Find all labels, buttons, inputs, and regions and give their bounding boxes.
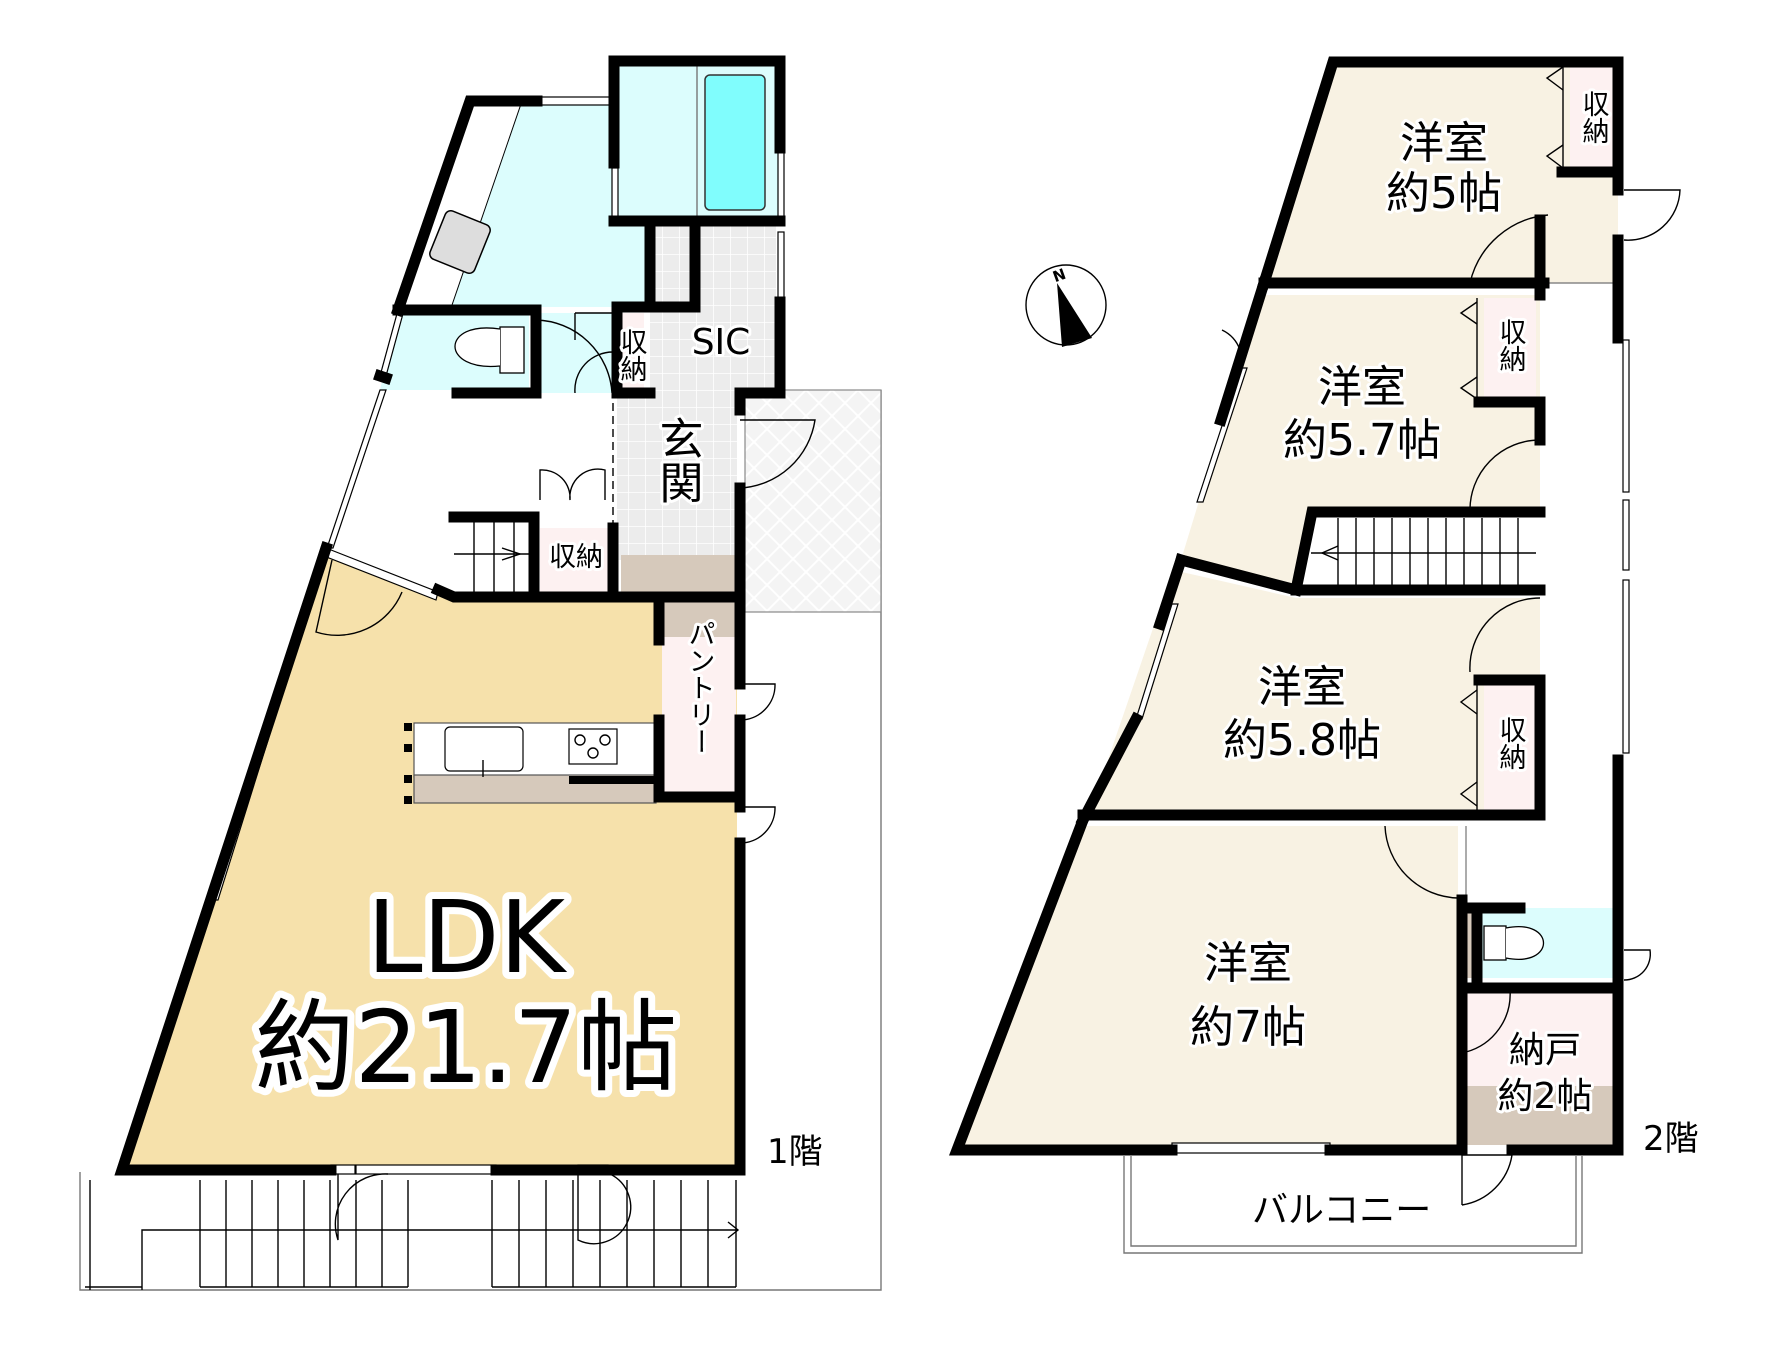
pantry-step [662,601,736,637]
entrance-porch [744,389,882,613]
room4-size-label: 約7帖 [1190,1002,1306,1053]
room1-floor [1264,62,1618,283]
room4-name-label: 洋室 [1204,938,1292,989]
floor-2-label: 2階 [1643,1119,1699,1159]
stairs-2f [1304,518,1536,588]
toilet-2f-icon [1483,925,1544,961]
ldk-label: LDK [367,879,568,996]
sic-label: SIC [692,322,751,363]
toilet-icon [454,326,525,374]
balcony [1123,1156,1583,1254]
storage-stairs-floor [540,528,612,592]
closet-name-label: 納戸 [1509,1030,1581,1071]
hallway-2f [1466,826,1618,888]
room3-name-label: 洋室 [1258,662,1346,713]
room4-floor [963,826,1458,1145]
room2-size-label: 約5.7帖 [1283,415,1441,466]
room3-size-label: 約5.8帖 [1223,715,1381,766]
stairs-1f [454,517,534,592]
closet-step [1462,1086,1615,1145]
room1-storage-floor [1570,62,1616,172]
entrance-step [621,555,737,592]
room2-name-label: 洋室 [1318,362,1406,413]
ldk-size-label: 約21.7帖 [255,989,678,1106]
room1-name-label: 洋室 [1400,118,1488,169]
washbasin-icon [429,209,491,275]
floor-2: 洋室 約5帖 収納 洋室 約5.7帖 収納 洋室 約5.8帖 収納 洋室 約7帖… [949,56,1699,1254]
exterior-steps [79,390,882,1291]
room3-storage-floor [1484,685,1536,811]
room2-storage-label: 収納 [1495,318,1527,372]
room2-storage-floor [1484,298,1536,402]
room3-floor [1089,570,1540,815]
room1-storage-label: 収納 [1578,90,1610,144]
floor-1-label: 1階 [767,1132,823,1172]
doors-2f [1221,189,1681,1206]
compass-icon: N [1025,264,1107,347]
closet-size-label: 約2帖 [1498,1076,1593,1117]
doors-1f [315,312,816,1245]
entrance-label: 玄関 [652,416,703,504]
floor-1: LDK 約21.7帖 SIC 玄関 収納 収納 パントリー 1階 [79,55,882,1291]
sink-icon [444,726,524,772]
compass-north-label: N [1050,265,1068,286]
room1-size-label: 約5帖 [1386,168,1502,219]
walls-1f [114,55,786,1176]
storage-small-label: 収納 [616,328,648,382]
storage-stairs-label: 収納 [549,542,603,573]
walls-2f [949,56,1624,1156]
stove-icon [568,728,618,765]
room3-storage-label: 収納 [1495,716,1527,770]
bathtub-icon [704,74,766,211]
kitchen-counter [404,722,657,804]
pantry-label: パントリー [684,620,715,755]
room2-floor [1181,295,1540,590]
balcony-label: バルコニー [1252,1190,1431,1231]
